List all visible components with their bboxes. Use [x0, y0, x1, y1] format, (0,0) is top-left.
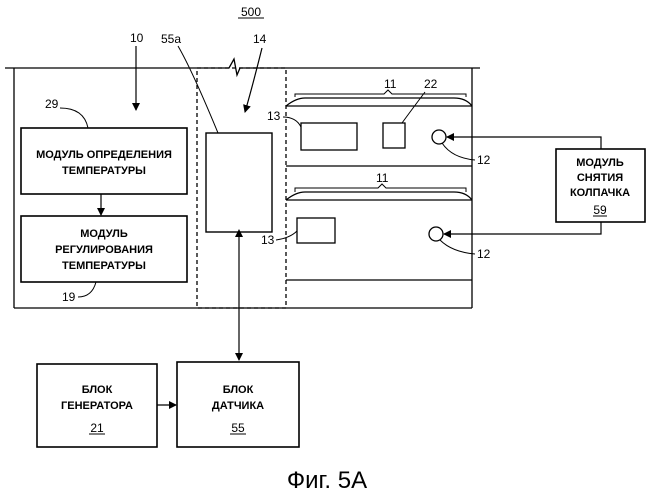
ref-12-lower-leader	[440, 240, 475, 254]
ref-55a: 55a	[161, 32, 181, 46]
decap-line1: МОДУЛЬ	[576, 157, 624, 169]
temp-detect-module	[21, 128, 187, 194]
ref-22: 22	[424, 77, 438, 91]
temp-reg-line3: ТЕМПЕРАТУРЫ	[62, 260, 146, 272]
decap-line3: КОЛПАЧКА	[570, 187, 630, 199]
ref-19-leader	[78, 282, 96, 297]
ref-55a-leader	[178, 46, 218, 133]
ref-19: 19	[62, 290, 76, 304]
brace-11-top	[295, 90, 466, 97]
figure-caption: Фиг. 5A	[287, 467, 367, 494]
temp-reg-line1: МОДУЛЬ	[80, 228, 128, 240]
ref-11-top: 11	[384, 77, 397, 91]
ref-14: 14	[253, 32, 267, 46]
ref-13-lower: 13	[261, 233, 275, 247]
component-22	[383, 123, 405, 148]
temp-reg-line2: РЕГУЛИРОВАНИЯ	[55, 244, 153, 256]
ref-10: 10	[130, 31, 144, 45]
sensor-element-55a	[206, 133, 272, 232]
cap-12-upper	[432, 130, 446, 144]
decap-to-cap-lower-arrow	[444, 222, 601, 234]
ref-14-arrow	[245, 48, 262, 112]
decap-to-cap-upper-arrow	[447, 137, 601, 149]
temp-detect-line1: МОДУЛЬ ОПРЕДЕЛЕНИЯ	[36, 149, 172, 161]
sensor-line1: БЛОК	[223, 384, 254, 396]
ref-12-lower: 12	[477, 247, 491, 261]
ref-12-upper: 12	[477, 153, 491, 167]
ref-29: 29	[45, 97, 59, 111]
ref-13-upper: 13	[267, 109, 281, 123]
sample-tube-13-lower	[297, 218, 335, 243]
temp-detect-line2: ТЕМПЕРАТУРЫ	[62, 165, 146, 177]
cap-12-lower	[429, 227, 443, 241]
sensor-line2: ДАТЧИКА	[212, 400, 264, 412]
ref-29-leader	[60, 108, 88, 128]
sensor-ref-55: 55	[231, 421, 245, 435]
ref-11-mid: 11	[376, 171, 389, 185]
apparatus-frame	[5, 59, 480, 75]
sample-tube-13-upper	[301, 123, 357, 150]
generator-line1: БЛОК	[82, 384, 113, 396]
figure-number: 500	[241, 5, 261, 19]
rack-mid-curve	[286, 192, 472, 200]
ref-22-leader	[402, 92, 425, 123]
brace-11-mid	[295, 184, 466, 192]
decap-line2: СНЯТИЯ	[577, 172, 623, 184]
rack-top-curve	[286, 98, 472, 106]
generator-ref-21: 21	[90, 421, 104, 435]
ref-12-upper-leader	[442, 143, 475, 160]
generator-line2: ГЕНЕРАТОРА	[61, 400, 133, 412]
decap-ref-59: 59	[593, 203, 607, 217]
